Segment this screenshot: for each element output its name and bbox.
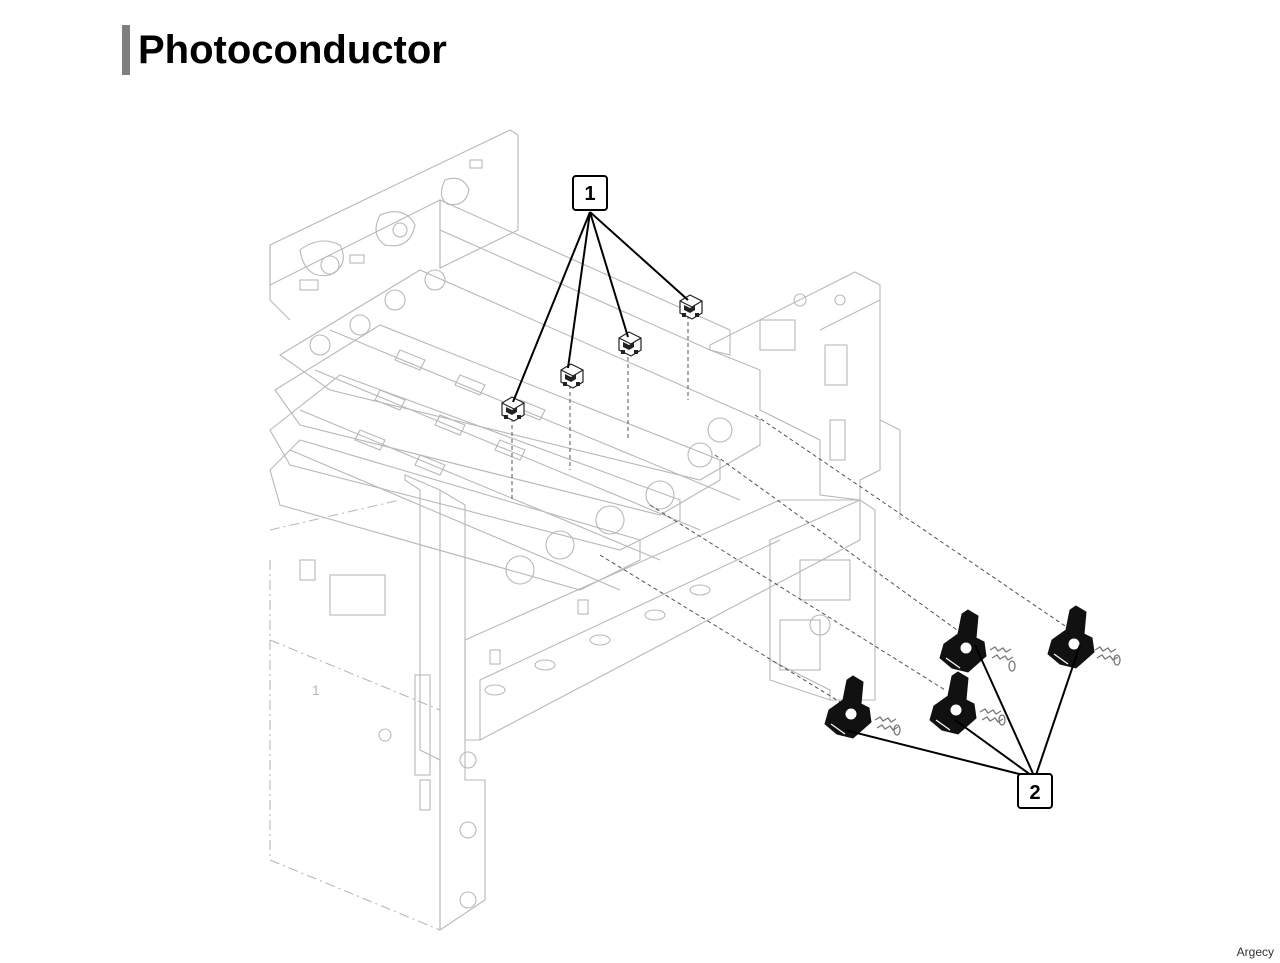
footer-brand: Argecy xyxy=(1236,945,1274,959)
page-title: Photoconductor xyxy=(138,28,447,72)
photoconductor-latch-icon xyxy=(618,331,642,357)
callout-2: 2 xyxy=(1017,773,1053,809)
photoconductor-latches xyxy=(501,294,703,422)
photoconductor-latch-icon xyxy=(679,294,703,320)
photoconductor-levers xyxy=(824,605,1095,739)
svg-text:1: 1 xyxy=(312,682,320,698)
callout-2-label: 2 xyxy=(1029,782,1040,804)
photoconductor-lever-icon xyxy=(929,671,977,735)
page-header: Photoconductor xyxy=(122,25,447,75)
photoconductor-lever-icon xyxy=(1047,605,1095,669)
springs xyxy=(874,646,1121,736)
title-accent-bar xyxy=(122,25,130,75)
cartridge-bays xyxy=(269,269,761,591)
leader-lines xyxy=(512,211,1081,779)
photoconductor-latch-icon xyxy=(560,363,584,389)
callout-1-label: 1 xyxy=(584,183,595,205)
assembly-guides xyxy=(511,315,1069,706)
photoconductor-lever-icon xyxy=(939,609,987,673)
callout-1: 1 xyxy=(572,175,608,211)
printer-frame-lineart: 1 xyxy=(269,129,901,932)
photoconductor-lever-icon xyxy=(824,675,872,739)
photoconductor-latch-icon xyxy=(501,396,525,422)
